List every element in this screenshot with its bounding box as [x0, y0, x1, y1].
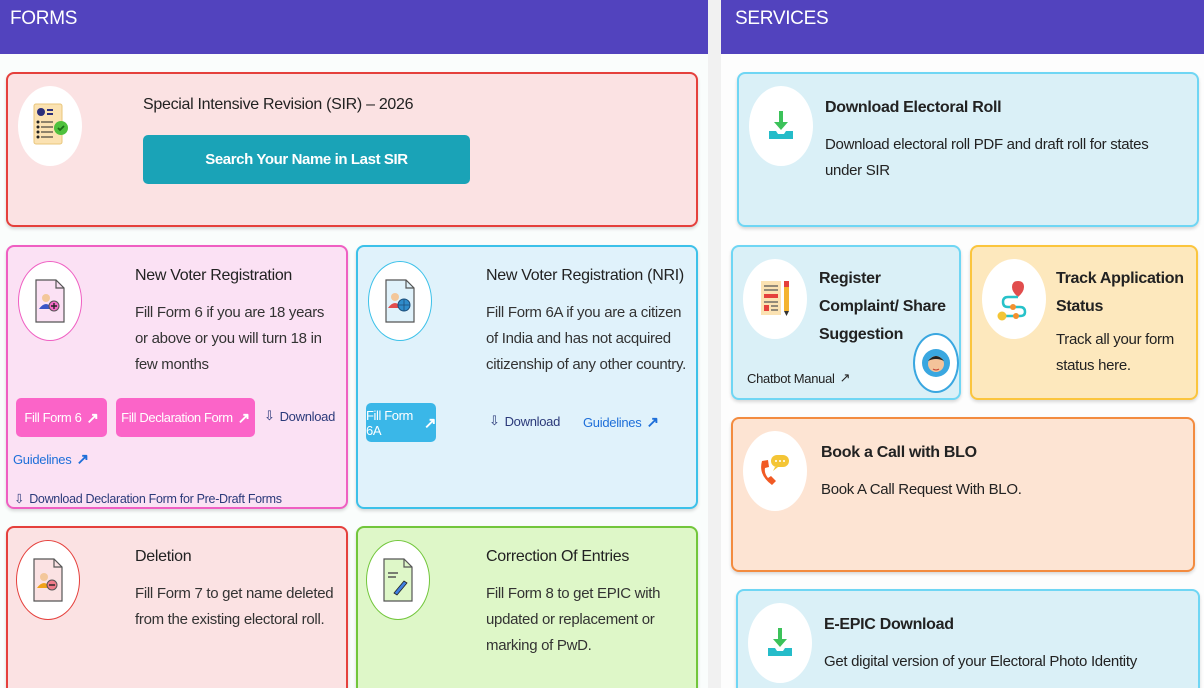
- services-header: SERVICES: [721, 0, 1204, 54]
- download-tray-icon: [748, 603, 812, 683]
- route-tracking-icon: [982, 259, 1046, 339]
- book-call-blo-card[interactable]: Book a Call with BLO Book A Call Request…: [731, 417, 1195, 572]
- new-voter-title: New Voter Registration: [135, 267, 293, 284]
- complaint-document-icon: [743, 259, 807, 339]
- fill-declaration-form-button[interactable]: Fill Declaration Form ↗: [116, 398, 255, 437]
- correction-title: Correction Of Entries: [486, 548, 630, 565]
- arrow-up-right-icon: ↗: [646, 414, 659, 431]
- add-user-document-icon: [18, 261, 82, 341]
- download-label: Download: [279, 408, 336, 424]
- phone-chat-icon: [743, 431, 807, 511]
- form-6a-download-link[interactable]: ⇩ Download: [489, 413, 560, 429]
- e-epic-description: Get digital version of your Electoral Ph…: [824, 653, 1137, 670]
- sir-title: Special Intensive Revision (SIR) – 2026: [143, 96, 414, 113]
- fill-form-6-button[interactable]: Fill Form 6 ↗: [16, 398, 107, 437]
- forms-header: FORMS: [0, 0, 708, 54]
- deletion-title: Deletion: [135, 548, 192, 565]
- chatbot-manual-label: Chatbot Manual: [747, 370, 835, 386]
- register-complaint-card[interactable]: Register Complaint/ Share Suggestion Cha…: [731, 245, 961, 400]
- electoral-roll-title: Download Electoral Roll: [825, 99, 1002, 116]
- download-label: Download: [504, 413, 561, 429]
- electoral-roll-description: Download electoral roll PDF and draft ro…: [825, 136, 1149, 179]
- track-application-card[interactable]: Track Application Status Track all your …: [970, 245, 1198, 400]
- e-epic-download-card[interactable]: E-EPIC Download Get digital version of y…: [736, 589, 1200, 688]
- new-voter-card: New Voter Registration Fill Form 6 if yo…: [6, 245, 348, 509]
- sir-document-check-icon: [18, 86, 82, 166]
- sir-card: Special Intensive Revision (SIR) – 2026 …: [6, 72, 698, 227]
- arrow-up-right-icon: ↗: [839, 370, 851, 385]
- track-title: Track Application Status: [1056, 270, 1184, 315]
- form-6-guidelines-link[interactable]: Guidelines ↗: [13, 450, 89, 468]
- nri-title: New Voter Registration (NRI): [486, 267, 684, 284]
- fill-form-6a-button[interactable]: Fill Form 6A ↗: [366, 403, 436, 442]
- edit-document-icon: [366, 540, 430, 620]
- remove-user-document-icon: [16, 540, 80, 620]
- download-icon: ⇩: [264, 408, 275, 423]
- forms-panel: FORMS Special Intensive Revision (SIR) –…: [0, 0, 708, 688]
- nri-description: Fill Form 6A if you are a citizen of Ind…: [486, 304, 686, 373]
- chatbot-manual-link[interactable]: Chatbot Manual ↗: [747, 370, 850, 386]
- guidelines-label: Guidelines: [13, 451, 72, 467]
- correction-description: Fill Form 8 to get EPIC with updated or …: [486, 585, 661, 654]
- deletion-card[interactable]: Deletion Fill Form 7 to get name deleted…: [6, 526, 348, 688]
- complaint-title: Register Complaint/ Share Suggestion: [819, 270, 946, 343]
- blo-title: Book a Call with BLO: [821, 444, 977, 461]
- deletion-description: Fill Form 7 to get name deleted from the…: [135, 585, 334, 628]
- arrow-up-right-icon: ↗: [86, 409, 99, 427]
- e-epic-title: E-EPIC Download: [824, 616, 954, 633]
- fill-form-6-label: Fill Form 6: [24, 410, 82, 425]
- predraft-label: Download Declaration Form for Pre-Draft …: [29, 491, 282, 506]
- download-tray-icon: [749, 86, 813, 166]
- search-last-sir-button[interactable]: Search Your Name in Last SIR: [143, 135, 470, 184]
- correction-card[interactable]: Correction Of Entries Fill Form 8 to get…: [356, 526, 698, 688]
- services-panel: SERVICES Download Electoral Roll Downloa…: [721, 0, 1204, 688]
- fill-declaration-form-label: Fill Declaration Form: [121, 410, 233, 425]
- nri-registration-card: New Voter Registration (NRI) Fill Form 6…: [356, 245, 698, 509]
- globe-user-document-icon: [368, 261, 432, 341]
- arrow-up-right-icon: ↗: [237, 409, 251, 427]
- guidelines-label: Guidelines: [583, 414, 642, 430]
- download-electoral-roll-card[interactable]: Download Electoral Roll Download elector…: [737, 72, 1199, 227]
- voter-mitra-chatbot-avatar[interactable]: [913, 333, 959, 393]
- form-6-download-link[interactable]: ⇩ Download: [264, 408, 335, 424]
- blo-description: Book A Call Request With BLO.: [821, 481, 1022, 498]
- download-icon: ⇩: [14, 492, 25, 506]
- predraft-declaration-download-link[interactable]: ⇩ Download Declaration Form for Pre-Draf…: [14, 491, 282, 507]
- fill-form-6a-label: Fill Form 6A: [366, 407, 413, 438]
- new-voter-description: Fill Form 6 if you are 18 years or above…: [135, 304, 325, 373]
- download-icon: ⇩: [489, 413, 500, 428]
- form-6a-guidelines-link[interactable]: Guidelines ↗: [583, 413, 659, 431]
- arrow-up-right-icon: ↗: [76, 451, 89, 468]
- track-description: Track all your form status here.: [1056, 331, 1174, 374]
- arrow-up-right-icon: ↗: [423, 414, 437, 432]
